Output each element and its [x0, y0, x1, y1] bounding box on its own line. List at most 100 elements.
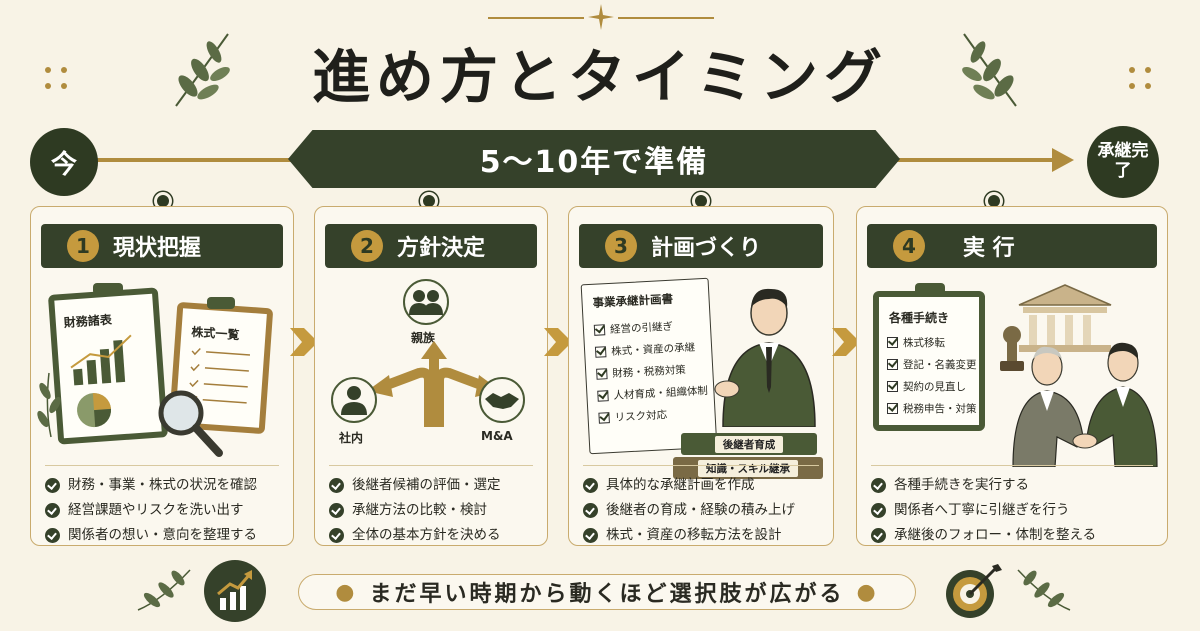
- target-badge: [942, 560, 1004, 622]
- check-icon: [329, 503, 344, 518]
- growth-chart-badge: [204, 560, 266, 622]
- magnifier-icon: [158, 390, 223, 457]
- dot-ornament: ●: [335, 579, 358, 605]
- sparkle-icon: [588, 4, 614, 30]
- check-icon: [45, 503, 60, 518]
- step-title: 計画づくり: [651, 236, 762, 261]
- timeline-end: 承継完了: [1087, 126, 1159, 198]
- timeline-start: 今: [30, 128, 98, 196]
- checkbox-icon: [887, 381, 898, 392]
- target-icon: [946, 564, 1002, 618]
- businessman-writing-illustration: [714, 288, 816, 427]
- check-icon: [583, 503, 598, 518]
- chevron-right-icon: [544, 328, 572, 356]
- list-item: 全体の基本方針を決める: [329, 523, 539, 548]
- footer-text: まだ早い時期から動くほど選択肢が広がる: [369, 582, 845, 607]
- step-card-3: 3 計画づくり 事業承継計画書 経営の引継ぎ 株式・資産の承継 財務・税務対策 …: [568, 206, 834, 546]
- dots-ornament: [45, 67, 67, 89]
- check-icon: [45, 478, 60, 493]
- doc-label: 各種手続き: [889, 311, 950, 325]
- checkbox-icon: [596, 368, 608, 380]
- option-label: 社内: [339, 431, 364, 445]
- check-icon: [329, 478, 344, 493]
- doc-label: 株式一覧: [190, 324, 240, 343]
- list-item: 関係者へ丁寧に引継ぎを行う: [871, 498, 1159, 523]
- step-card-1: 1 現状把握 財務諸表 株式一覧: [30, 206, 294, 546]
- branch-arrow-icon: [367, 341, 501, 427]
- checkbox-icon: [887, 337, 898, 348]
- person-icon: [341, 386, 367, 415]
- step-bullets: 各種手続きを実行する 関係者へ丁寧に引継ぎを行う 承継後のフォロー・体制を整える: [871, 473, 1159, 548]
- list-item: 承継後のフォロー・体制を整える: [871, 523, 1159, 548]
- timeline-banner: 5～10年で準備: [288, 130, 900, 188]
- check-icon: [583, 478, 598, 493]
- option-label: M&A: [481, 429, 513, 443]
- check-icon: [329, 528, 344, 543]
- check-icon: [583, 528, 598, 543]
- family-icon: [409, 290, 443, 315]
- list-item: 関係者の想い・意向を整理する: [45, 523, 285, 548]
- checkbox-icon: [887, 359, 898, 370]
- chevron-right-icon: [290, 328, 318, 356]
- step-header: 3 計画づくり: [579, 224, 823, 268]
- dot-ornament: ●: [856, 579, 879, 605]
- procedures-clipboard: 各種手続き 株式移転 登記・名義変更 契約の見直し 税務申告・対策: [873, 291, 985, 431]
- checkbox-icon: [597, 390, 609, 402]
- check-icon: [871, 503, 886, 518]
- succession-plan-notebook: 事業承継計画書 経営の引継ぎ 株式・資産の承継 財務・税務対策 人材育成・組織体…: [580, 277, 718, 455]
- step-bullets: 財務・事業・株式の状況を確認 経営課題やリスクを洗い出す 関係者の想い・意向を整…: [45, 473, 285, 548]
- list-item: 株式・資産の移転方法を設計: [583, 523, 825, 548]
- step-title: 実 行: [963, 236, 1015, 261]
- list-item: 承継方法の比較・検討: [329, 498, 539, 523]
- footer-message: ● まだ早い時期から動くほど選択肢が広がる ●: [298, 574, 916, 610]
- ma-option-circle: [479, 377, 525, 423]
- step-number: 2: [351, 230, 383, 262]
- check-icon: [45, 528, 60, 543]
- pie-chart-icon: [77, 393, 112, 428]
- title-ornament-line-left: [488, 17, 584, 19]
- step-number: 1: [67, 230, 99, 262]
- step-header: 4 実 行: [867, 224, 1157, 268]
- list-item: 経営課題やリスクを洗い出す: [45, 498, 285, 523]
- leaf-icon: [962, 33, 1017, 107]
- internal-option-circle: [331, 377, 377, 423]
- chevron-right-icon: [832, 328, 860, 356]
- step-illustration: 各種手続き 株式移転 登記・名義変更 契約の見直し 税務申告・対策: [857, 269, 1167, 467]
- step-card-2: 2 方針決定 親族 社内: [314, 206, 548, 546]
- step-illustration: 財務諸表 株式一覧: [31, 269, 293, 465]
- doc-label: 財務諸表: [63, 312, 113, 330]
- step-illustration: 事業承継計画書 経営の引継ぎ 株式・資産の承継 財務・税務対策 人材育成・組織体…: [569, 269, 833, 479]
- leaf-icon: [37, 372, 61, 438]
- divider: [871, 465, 1153, 466]
- step-bullets: 後継者候補の評価・選定 承継方法の比較・検討 全体の基本方針を決める: [329, 473, 539, 548]
- step-header: 1 現状把握: [41, 224, 283, 268]
- timeline-arrowhead: [1052, 148, 1074, 172]
- checkbox-icon: [598, 412, 610, 424]
- bar-chart-icon: [70, 334, 132, 386]
- list-item: 具体的な承継計画を作成: [583, 473, 825, 498]
- step-card-4: 4 実 行 各種手続き 株式移転 登記・名義変更 契約の見直し 税務申告・対策: [856, 206, 1168, 546]
- bank-building-icon: [1018, 284, 1112, 352]
- divider: [329, 465, 533, 466]
- list-item: 後継者候補の評価・選定: [329, 473, 539, 498]
- step-number: 3: [605, 230, 637, 262]
- handshake-people-illustration: [1012, 342, 1158, 467]
- family-option-circle: [403, 279, 449, 325]
- leaf-icon: [1017, 569, 1071, 611]
- list-item: 財務・事業・株式の状況を確認: [45, 473, 285, 498]
- step-title: 現状把握: [113, 236, 202, 261]
- option-label: 親族: [411, 331, 436, 345]
- step-bullets: 具体的な承継計画を作成 後継者の育成・経験の積み上げ 株式・資産の移転方法を設計: [583, 473, 825, 548]
- page-title: 進め方とタイミング: [311, 43, 888, 111]
- checklist-icon: [188, 347, 251, 404]
- divider: [583, 465, 819, 466]
- divider: [45, 465, 279, 466]
- share-list-clipboard: 株式一覧: [168, 301, 274, 435]
- leaf-icon: [137, 569, 191, 611]
- step-number: 4: [893, 230, 925, 262]
- check-icon: [871, 478, 886, 493]
- checkbox-icon: [594, 346, 607, 358]
- book-successor-training: 後継者育成: [681, 433, 817, 455]
- financial-statement-clipboard: 財務諸表: [47, 287, 169, 445]
- checkbox-icon: [593, 324, 606, 336]
